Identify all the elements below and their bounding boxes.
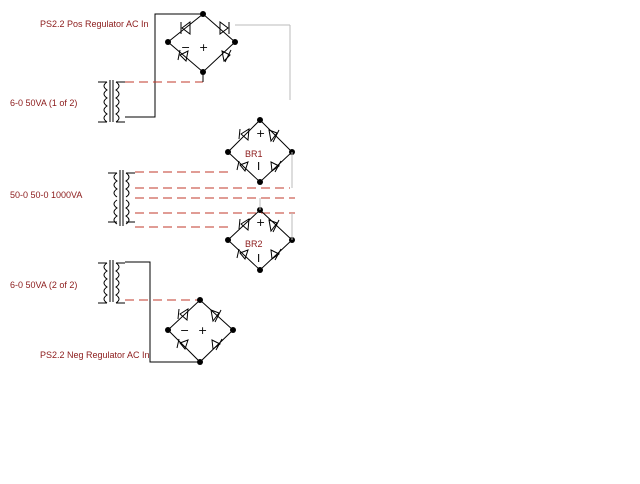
transformer-2-label: 6-0 50VA (2 of 2) <box>10 280 77 290</box>
br2-label: BR2 <box>245 239 263 249</box>
br1-label: BR1 <box>245 149 263 159</box>
neg-bridge-plus: + <box>198 324 207 337</box>
neg-regulator-label: PS2.2 Neg Regulator AC In <box>40 350 150 360</box>
br1-plus: + <box>256 127 265 140</box>
transformer-1-label: 6-0 50VA (1 of 2) <box>10 98 77 108</box>
transformer-main <box>108 170 135 226</box>
pos-bridge-minus: − <box>181 41 190 54</box>
pos-bridge-plus: + <box>199 41 208 54</box>
transformer-main-label: 50-0 50-0 1000VA <box>10 190 82 200</box>
pos-regulator-label: PS2.2 Pos Regulator AC In <box>40 19 149 29</box>
br1-bar: I <box>257 160 260 173</box>
pos-bridge-rectifier: − + <box>165 11 238 75</box>
br2-bar: I <box>257 252 260 265</box>
neg-bridge-minus: − <box>180 324 189 337</box>
bridge-rectifier-br2: + I BR2 <box>225 207 295 273</box>
transformer-2 <box>98 260 125 304</box>
br2-plus: + <box>256 216 265 229</box>
bridge-rectifier-br1: + I BR1 <box>225 117 295 185</box>
transformer-1 <box>98 80 125 123</box>
neg-bridge-rectifier: − + <box>165 297 236 365</box>
